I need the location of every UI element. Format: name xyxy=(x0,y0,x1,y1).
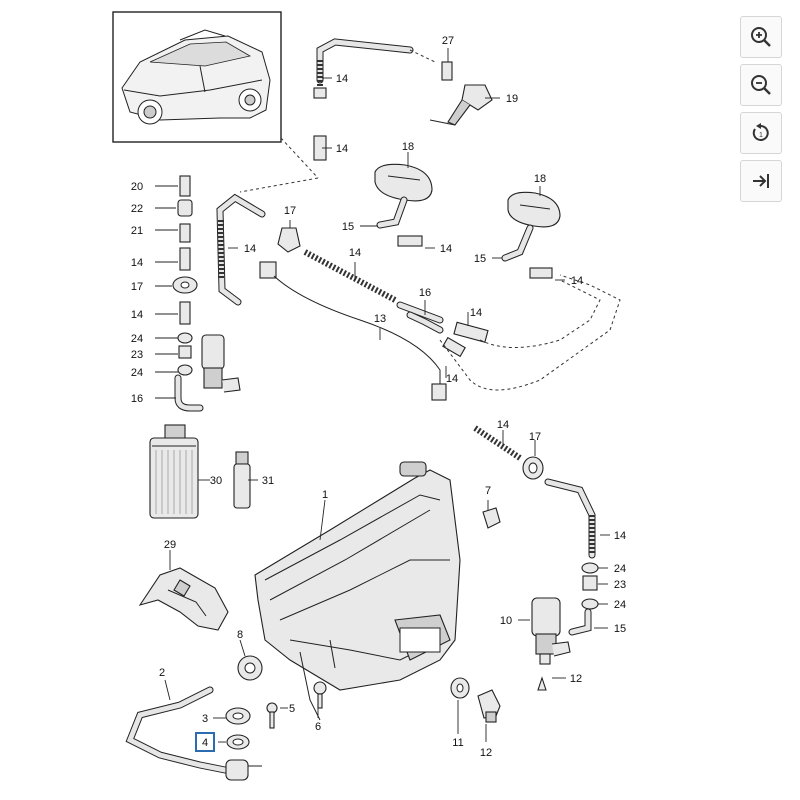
callout-15: 14 xyxy=(244,243,256,255)
hose-right xyxy=(544,478,596,559)
callout-22: 18 xyxy=(534,173,546,185)
collapse-panel-button[interactable] xyxy=(740,160,782,202)
connector-bottom xyxy=(225,759,262,781)
callout-15: 14 xyxy=(571,275,583,287)
callout-6: 6 xyxy=(315,721,321,733)
collapse-panel-icon xyxy=(753,174,769,188)
wiring-harness xyxy=(259,261,447,401)
callout-25: 27 xyxy=(442,35,454,47)
callout-1: 1 xyxy=(322,489,328,501)
t-piece-17 xyxy=(406,311,489,358)
callout-15: 14 xyxy=(497,419,509,431)
callout-15: 14 xyxy=(336,73,348,85)
dashed-connector xyxy=(280,137,319,179)
callout-2: 2 xyxy=(159,667,165,679)
callout-15: 14 xyxy=(614,530,626,542)
callout-28: 24 xyxy=(131,333,143,345)
callout-24: 20 xyxy=(131,181,143,193)
callout-15: 14 xyxy=(440,243,452,255)
nozzle-22-right xyxy=(501,191,561,279)
tube-31 xyxy=(233,451,251,509)
reservoir-1 xyxy=(254,461,461,721)
callout-25: 21 xyxy=(131,225,143,237)
bracket-29 xyxy=(138,567,229,631)
callout-19: 17 xyxy=(529,431,541,443)
vehicle-thumbnail xyxy=(112,11,282,143)
callout-31: 31 xyxy=(262,475,274,487)
callout-4-highlighted[interactable]: 4 xyxy=(195,732,215,752)
nozzle-23 xyxy=(429,61,493,126)
zoom-in-icon xyxy=(751,27,771,47)
part-6-shape xyxy=(313,681,327,709)
callout-15: 14 xyxy=(446,373,458,385)
bottle-30 xyxy=(149,424,199,519)
callout-14: 13 xyxy=(374,313,386,325)
callout-15: 14 xyxy=(349,247,361,259)
part-20-shape xyxy=(277,227,301,253)
dashed-hose-loop xyxy=(439,274,621,391)
callout-30: 30 xyxy=(210,475,222,487)
grommet-11 xyxy=(450,677,470,699)
callout-13: 12 xyxy=(480,747,492,759)
hose-ribbed-middle xyxy=(303,249,397,303)
clamp-3 xyxy=(225,707,251,725)
callout-15: 14 xyxy=(131,309,143,321)
callout-16: 15 xyxy=(474,253,486,265)
callout-8: 8 xyxy=(237,629,243,641)
zoom-out-button[interactable] xyxy=(740,64,782,106)
leader-lines xyxy=(155,48,610,743)
part-5-shape xyxy=(266,702,278,729)
hose-upper xyxy=(313,38,436,161)
callout-26: 22 xyxy=(131,203,143,215)
callout-11: 11 xyxy=(452,737,463,749)
callout-3: 3 xyxy=(202,713,208,725)
clamp-4 xyxy=(226,734,250,750)
svg-text:4: 4 xyxy=(202,737,208,749)
reset-rotate-icon: 1 xyxy=(752,123,769,141)
callout-29: 29 xyxy=(164,539,176,551)
left-parts-column xyxy=(172,175,241,412)
callout-27: 23 xyxy=(131,349,143,361)
callout-5: 5 xyxy=(289,703,295,715)
viewer-toolbar: 1 xyxy=(740,16,782,208)
callout-22: 18 xyxy=(402,141,414,153)
right-parts-column xyxy=(568,562,599,636)
part-7-shape xyxy=(482,507,501,529)
hose-2 xyxy=(125,686,229,774)
callout-labels: 27 19 14 14 18 18 20 22 21 14 17 14 24 2… xyxy=(131,35,626,759)
zoom-out-icon xyxy=(751,75,771,95)
part-8-shape xyxy=(237,655,263,681)
callout-15: 14 xyxy=(131,257,143,269)
callout-10: 10 xyxy=(500,615,512,627)
callout-16: 15 xyxy=(614,623,626,635)
callout-7: 7 xyxy=(485,485,491,497)
callout-28: 24 xyxy=(131,367,143,379)
callout-12: 12 xyxy=(570,673,582,685)
callout-16: 15 xyxy=(342,221,354,233)
callout-15: 14 xyxy=(336,143,348,155)
callout-18: 16 xyxy=(131,393,143,405)
sensor-13 xyxy=(477,689,501,723)
callout-23: 19 xyxy=(506,93,518,105)
zoom-in-button[interactable] xyxy=(740,16,782,58)
callout-28: 24 xyxy=(614,563,626,575)
callout-28: 24 xyxy=(614,599,626,611)
svg-text:1: 1 xyxy=(759,132,763,139)
callout-21: 17 xyxy=(131,281,143,293)
callout-17: 16 xyxy=(419,287,431,299)
nozzle-22-left xyxy=(374,163,433,247)
callout-15: 14 xyxy=(470,307,482,319)
callout-27: 23 xyxy=(614,579,626,591)
reset-button[interactable]: 1 xyxy=(740,112,782,154)
callout-20: 17 xyxy=(284,205,296,217)
clip-12 xyxy=(537,676,547,691)
pump-10 xyxy=(531,597,571,665)
hose-left-vertical xyxy=(216,193,266,306)
